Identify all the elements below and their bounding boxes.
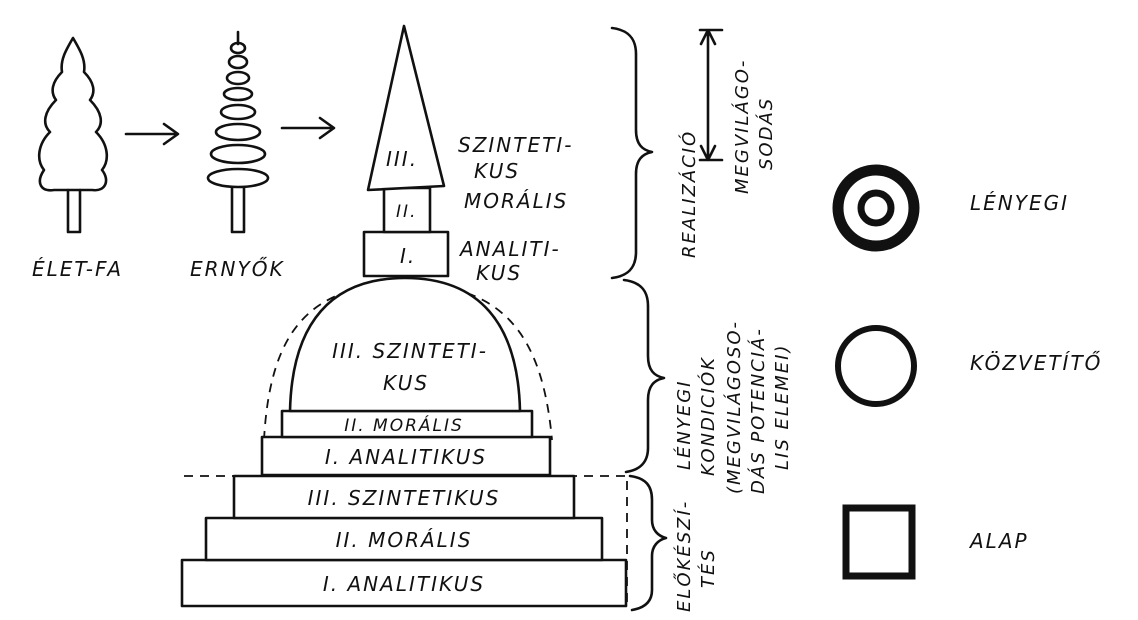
- dome-band-2: [280, 409, 534, 439]
- legend-label-essential: LÉNYEGI: [970, 191, 1069, 215]
- realization-label: REALIZÁCIÓ: [678, 130, 700, 258]
- brace-middle: [622, 278, 666, 474]
- spire-tier-1-num: I.: [400, 244, 416, 268]
- legend-label-mediating: KÖZVETÍTŐ: [970, 351, 1102, 375]
- legend: LÉNYEGI KÖZVETÍTŐ ALAP: [832, 164, 1102, 580]
- spire-tier-2-num: II.: [396, 202, 417, 222]
- arrow-icon: [124, 122, 180, 146]
- dome-band-1: [260, 435, 552, 477]
- brace-top: [610, 26, 654, 280]
- essential-conditions-line3: (MEGVILÁGOSO-: [723, 320, 745, 494]
- arrow-icon: [280, 116, 336, 140]
- base-step-3-label: III. SZINTETIKUS: [308, 486, 501, 510]
- double-circle-icon: [832, 164, 920, 252]
- dome-label-line2: KUS: [383, 371, 429, 395]
- essential-conditions-line1: LÉNYEGI: [673, 380, 695, 471]
- range-arrow-icon: [698, 28, 724, 162]
- enlightenment-label-line2: SODÁS: [755, 97, 777, 170]
- dome-band-2-label: II. MORÁLIS: [344, 414, 464, 436]
- umbrella-tree-icon: [206, 30, 270, 234]
- spire-side-label: ANALITI-: [458, 237, 561, 261]
- square-icon: [842, 504, 916, 580]
- base-step-2-label: II. MORÁLIS: [336, 528, 473, 552]
- base-step-1: [180, 558, 628, 608]
- spire-side-label: SZINTETI-: [458, 133, 573, 157]
- spire-tier-3: [366, 24, 446, 192]
- inner-circle-icon: [857, 189, 895, 227]
- circle-icon: [835, 325, 917, 407]
- enlightenment-label-line1: MEGVILÁGO-: [731, 59, 753, 194]
- preparation-label-line1: ELŐKÉSZÍ-: [673, 500, 695, 612]
- spire-tier-3-num: III.: [386, 147, 418, 171]
- spire-tier-2: [382, 186, 432, 234]
- essential-conditions-line2: KONDICIÓK: [697, 356, 719, 476]
- essential-conditions-line4: DÁS POTENCIÁ-: [747, 327, 769, 494]
- dome-band-1-label: I. ANALITIKUS: [325, 445, 487, 469]
- dome-label-line1: III. SZINTETI-: [332, 339, 488, 363]
- legend-label-base: ALAP: [968, 529, 1029, 553]
- base-step-2: [204, 516, 604, 562]
- preparation-label-line2: TÉS: [697, 548, 719, 588]
- base-step-3: [232, 474, 576, 520]
- tree-of-life-icon: [37, 36, 109, 234]
- brace-bottom: [628, 474, 668, 612]
- tree-label: ÉLET-FA: [32, 257, 123, 281]
- spire-tier-1: [362, 230, 450, 278]
- spire-side-label: MORÁLIS: [464, 189, 568, 213]
- spire-side-label: KUS: [476, 261, 522, 285]
- dome: [288, 276, 522, 413]
- spire-side-label: KUS: [474, 159, 520, 183]
- base-step-1-label: I. ANALITIKUS: [323, 572, 485, 596]
- umbrella-label: ERNYŐK: [190, 257, 285, 281]
- essential-conditions-line5: LIS ELEMEI): [772, 344, 793, 471]
